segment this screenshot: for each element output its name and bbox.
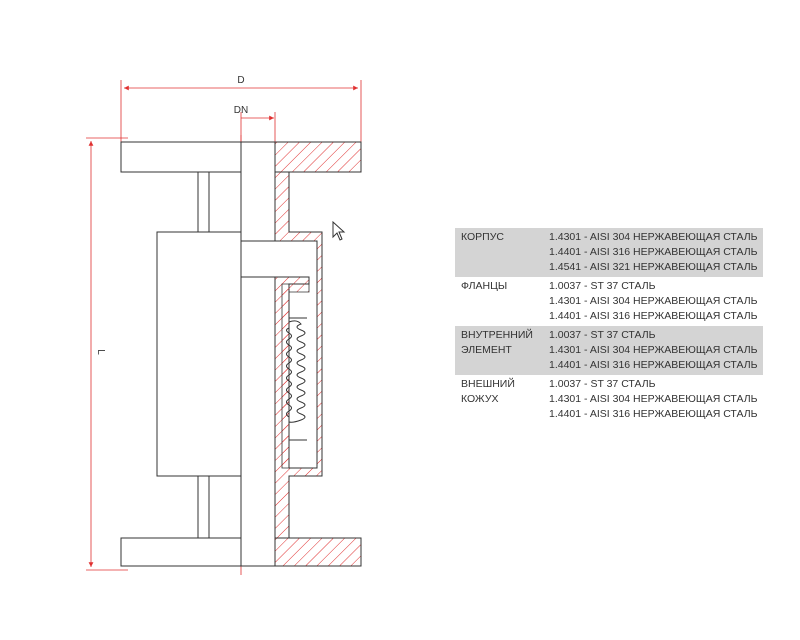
- spec-material-value: 1.4301 - AISI 304 НЕРЖАВЕЮЩАЯ СТАЛЬ: [549, 393, 758, 405]
- spec-material-value: 1.4401 - AISI 316 НЕРЖАВЕЮЩАЯ СТАЛЬ: [549, 359, 758, 371]
- spec-row-values: 1.0037 - ST 37 СТАЛЬ 1.4301 - AISI 304 НЕ…: [549, 375, 763, 424]
- spec-row-label: ВНУТРЕННИЙ ЭЛЕМЕНТ: [455, 326, 549, 375]
- spec-material-value: 1.0037 - ST 37 СТАЛЬ: [549, 378, 656, 390]
- spec-material-value: 1.0037 - ST 37 СТАЛЬ: [549, 329, 656, 341]
- spec-row: ФЛАНЦЫ 1.0037 - ST 37 СТАЛЬ 1.4301 - AISI …: [455, 277, 763, 326]
- spec-material-value: 1.4401 - AISI 316 НЕРЖАВЕЮЩАЯ СТАЛЬ: [549, 246, 758, 258]
- bottom-flange-left: [120, 537, 242, 567]
- pipe-bore: [240, 141, 276, 567]
- bellows: [286, 317, 307, 441]
- spec-material-value: 1.4301 - AISI 304 НЕРЖАВЕЮЩАЯ СТАЛЬ: [549, 295, 758, 307]
- spec-material-value: 1.4301 - AISI 304 НЕРЖАВЕЮЩАЯ СТАЛЬ: [549, 231, 758, 243]
- spec-row-values: 1.4301 - AISI 304 НЕРЖАВЕЮЩАЯ СТАЛЬ 1.440…: [549, 228, 763, 277]
- outer-cover-left: [156, 231, 242, 477]
- dimension-l-label: L: [95, 349, 106, 355]
- dimension-d-label: D: [237, 75, 244, 86]
- spec-material-value: 1.4541 - AISI 321 НЕРЖАВЕЮЩАЯ СТАЛЬ: [549, 261, 758, 273]
- dimension-dn-label: DN: [234, 105, 248, 116]
- spec-row: ВНЕШНИЙ КОЖУХ 1.0037 - ST 37 СТАЛЬ 1.4301 …: [455, 375, 763, 424]
- dimension-l: L: [86, 137, 128, 571]
- spec-row-values: 1.0037 - ST 37 СТАЛЬ 1.4301 - AISI 304 НЕ…: [549, 326, 763, 375]
- spec-material-value: 1.4401 - AISI 316 НЕРЖАВЕЮЩАЯ СТАЛЬ: [549, 310, 758, 322]
- spec-row-values: 1.0037 - ST 37 СТАЛЬ 1.4301 - AISI 304 НЕ…: [549, 277, 763, 326]
- left-exterior-view: [120, 141, 242, 567]
- right-section-view: [240, 141, 362, 567]
- spec-material-value: 1.0037 - ST 37 СТАЛЬ: [549, 280, 656, 292]
- spec-row-label: ВНЕШНИЙ КОЖУХ: [461, 378, 515, 405]
- dimension-dn: DN: [234, 105, 276, 142]
- spec-row-label: КОРПУС: [455, 228, 549, 277]
- arrow-pointer-icon: [332, 221, 346, 241]
- dimension-d: D: [120, 75, 362, 142]
- top-flange-left: [120, 141, 242, 173]
- spec-material-value: 1.4401 - AISI 316 НЕРЖАВЕЮЩАЯ СТАЛЬ: [549, 408, 758, 420]
- sleeve-wall-hatch: [281, 283, 310, 469]
- spec-material-value: 1.4301 - AISI 304 НЕРЖАВЕЮЩАЯ СТАЛЬ: [549, 344, 758, 356]
- spec-row-label: ФЛАНЦЫ: [461, 280, 508, 292]
